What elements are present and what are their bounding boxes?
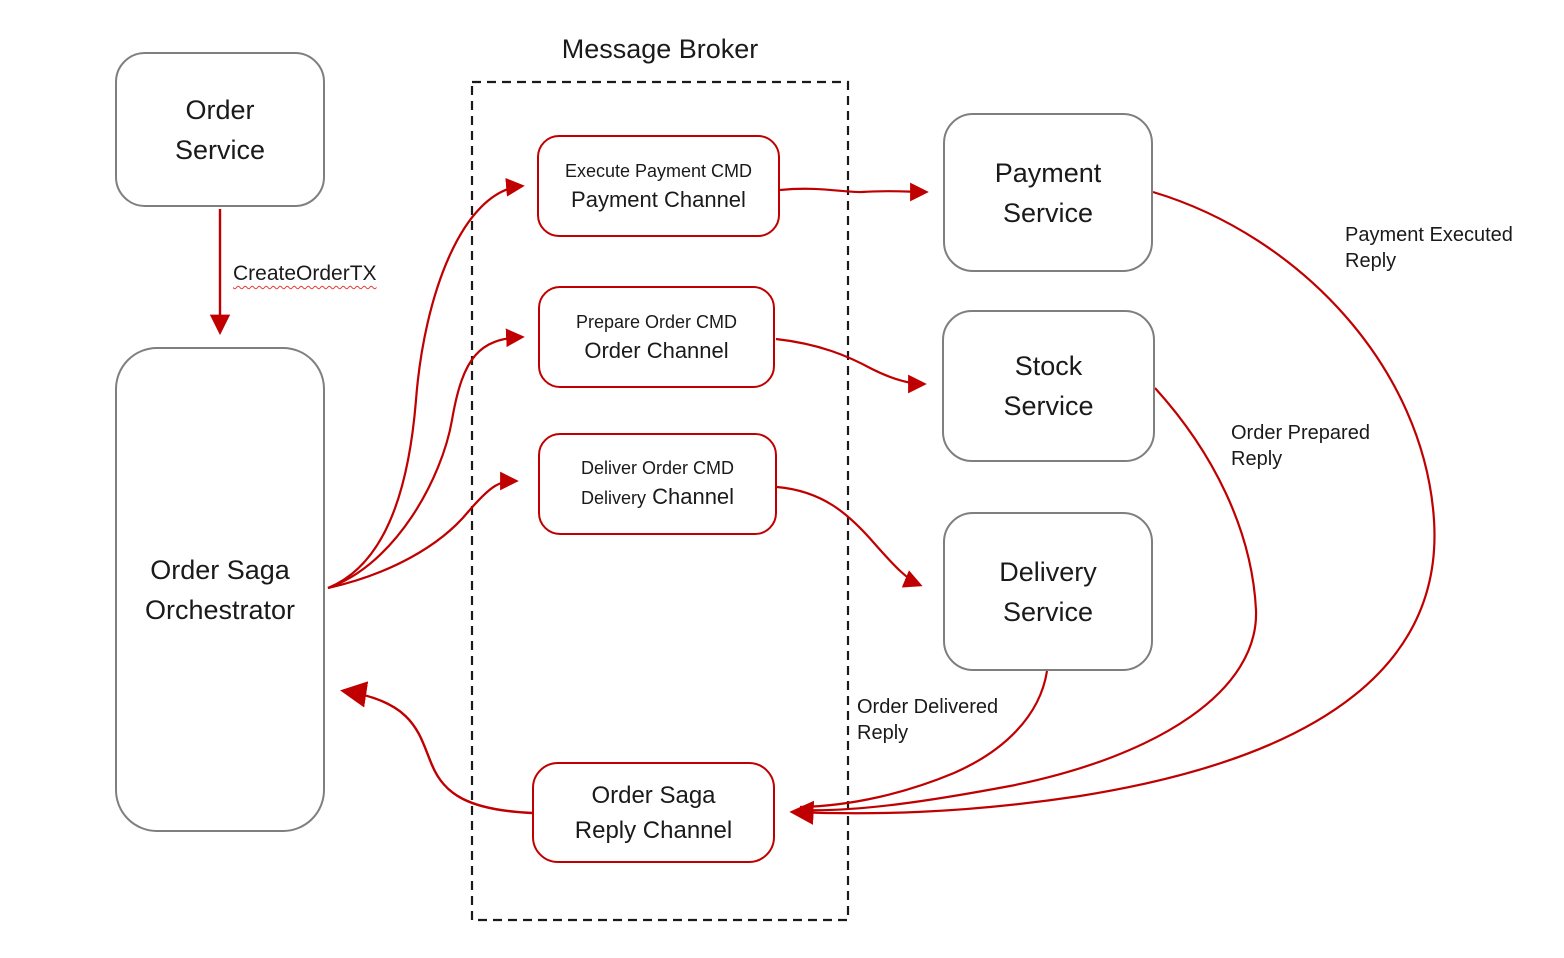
order-prepared-reply-label: Order Prepared Reply (1231, 420, 1370, 472)
order-delivered-reply-line2: Reply (857, 722, 909, 744)
payment-channel-name-label: Payment Channel (571, 186, 746, 212)
reply-channel-label-line1: Order Saga (591, 781, 716, 809)
payment-channel-cmd-label: Execute Payment CMD (564, 160, 753, 181)
order-channel-name-label: Order Channel (584, 337, 729, 363)
arrow-order-channel-to-stock-service (775, 337, 927, 394)
delivery-channel-name-small: Delivery (580, 488, 646, 508)
orchestrator-label-line2: Orchestrator (144, 594, 296, 625)
reply-channel-label-line2: Reply Channel (574, 816, 733, 844)
stock-service-label-line1: Stock (1014, 351, 1083, 381)
order-delivered-reply-line1: Order Delivered (857, 696, 999, 718)
delivery-channel-cmd-label: Deliver Order CMD (580, 458, 735, 478)
node-order-saga-reply-channel: Order Saga Reply Channel (532, 762, 775, 863)
delivery-channel-name-large: Channel (652, 484, 735, 509)
message-broker-boundary (470, 80, 850, 922)
payment-service-label-line1: Payment (994, 157, 1102, 188)
arrow-reply-channel-to-orchestrator (340, 681, 533, 815)
orchestrator-label-line1: Order Saga (150, 554, 290, 585)
node-payment-service: Payment Service (943, 113, 1153, 272)
node-delivery-service: Delivery Service (943, 512, 1153, 671)
arrow-delivery-service-to-reply-channel (799, 670, 1049, 809)
payment-executed-reply-label: Payment Executed Reply (1345, 222, 1513, 274)
order-delivered-reply-label: Order Delivered Reply (857, 694, 998, 746)
delivery-channel-name-label: Delivery Channel (581, 482, 734, 513)
payment-executed-reply-line2: Reply (1345, 250, 1397, 272)
message-broker-title: Message Broker (561, 34, 759, 64)
arrow-orchestrator-to-payment-channel (327, 178, 525, 590)
payment-executed-reply-line1: Payment Executed (1345, 224, 1513, 246)
arrow-payment-channel-to-payment-service (779, 182, 929, 202)
node-stock-service: Stock Service (942, 310, 1155, 462)
arrow-orchestrator-to-order-channel (327, 328, 525, 590)
arrow-delivery-channel-to-delivery-service (776, 485, 923, 588)
arrow-stock-service-to-reply-channel (799, 387, 1258, 812)
node-order-saga-orchestrator: Order Saga Orchestrator (115, 347, 325, 832)
arrow-payment-service-to-reply-channel (789, 190, 1436, 825)
order-service-label-line2: Service (174, 134, 266, 165)
stock-service-label-line2: Service (1003, 391, 1094, 421)
create-order-tx-label: CreateOrderTX (233, 262, 377, 285)
payment-service-label-line2: Service (1002, 197, 1094, 228)
order-prepared-reply-line1: Order Prepared (1231, 422, 1370, 444)
order-service-label-line1: Order (185, 94, 255, 125)
node-order-channel: Prepare Order CMD Order Channel (538, 286, 775, 388)
node-order-service: Order Service (115, 52, 325, 207)
delivery-service-label-line2: Service (1002, 596, 1094, 627)
node-delivery-channel: Deliver Order CMD Delivery Channel (538, 433, 777, 535)
order-prepared-reply-line2: Reply (1231, 448, 1283, 470)
arrow-orchestrator-to-delivery-channel (327, 471, 519, 590)
delivery-service-label-line1: Delivery (999, 556, 1097, 587)
node-payment-channel: Execute Payment CMD Payment Channel (537, 135, 780, 237)
order-channel-cmd-label: Prepare Order CMD (575, 311, 738, 332)
